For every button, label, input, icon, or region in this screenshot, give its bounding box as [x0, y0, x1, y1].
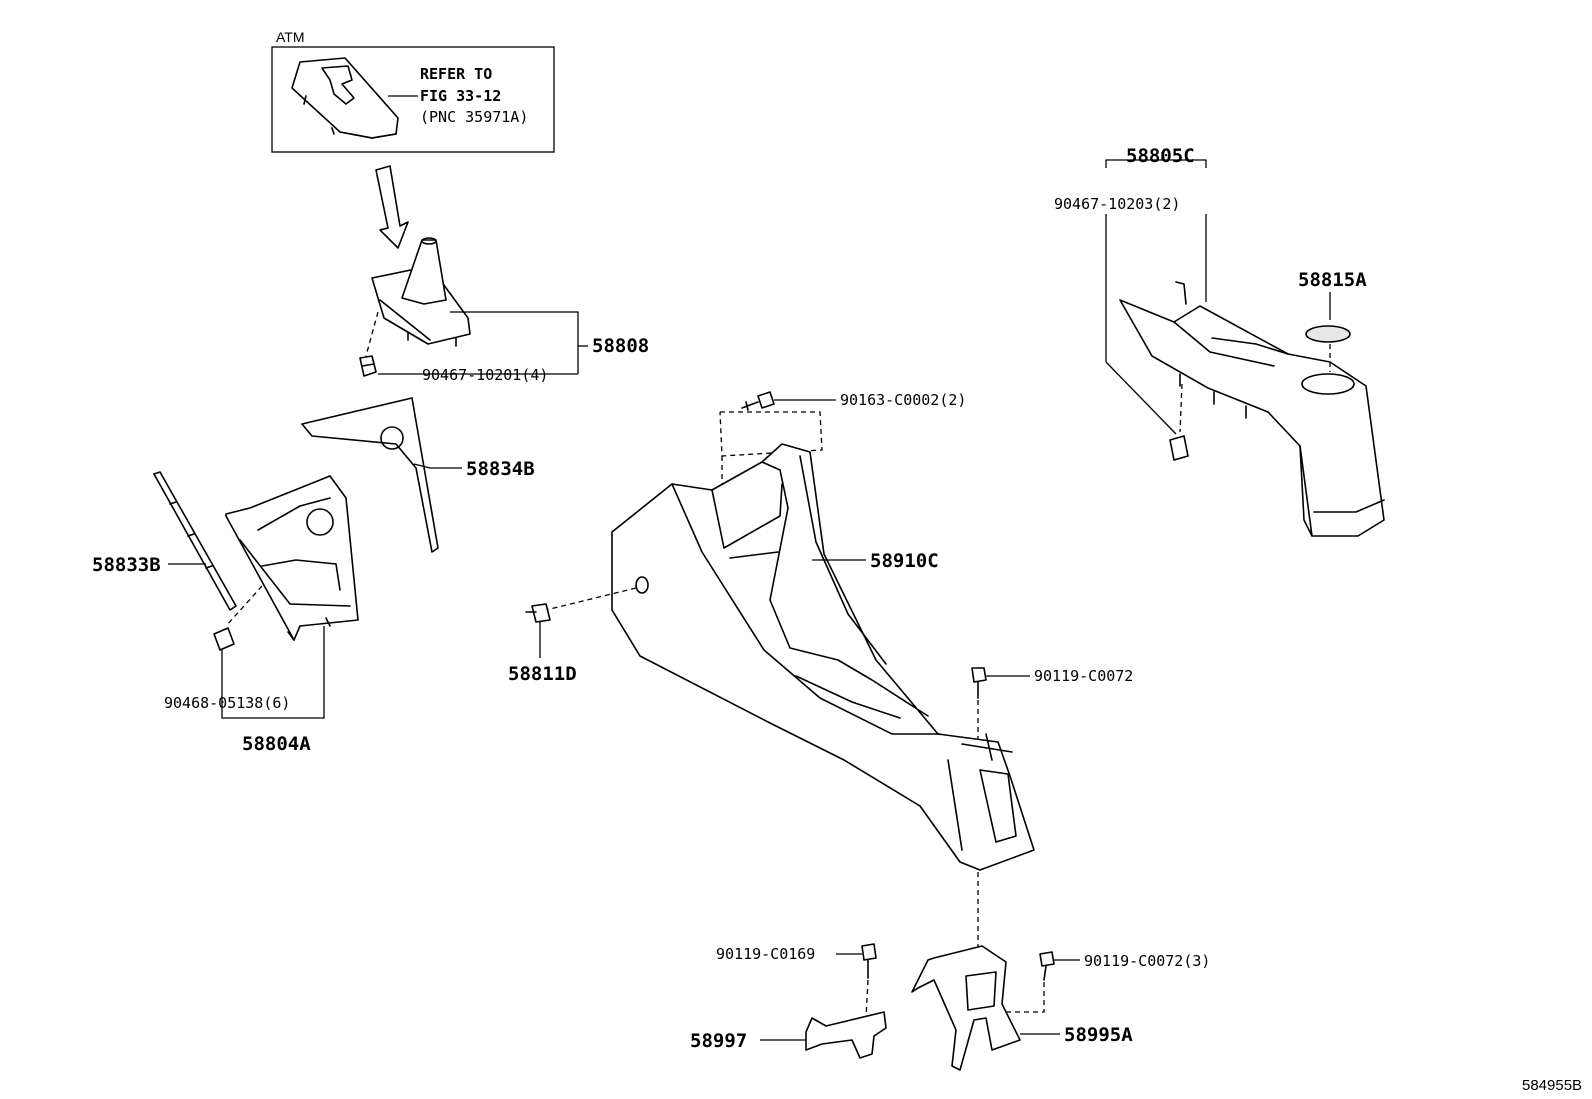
bracket-58995A-drawing — [911, 945, 1021, 1071]
panel-strip-58833B-drawing — [153, 471, 237, 611]
atm-shift-bezel-drawing — [291, 57, 399, 139]
atm-inset-frame — [271, 46, 555, 153]
label-90119-C0072-3: 90119-C0072(3) — [1084, 952, 1210, 970]
label-58997: 58997 — [690, 1030, 747, 1052]
diagram-id: 584955B — [1522, 1077, 1582, 1094]
label-90467-10203: 90467-10203(2) — [1054, 195, 1180, 213]
mat-58815A-drawing — [1305, 325, 1351, 343]
label-58833B: 58833B — [92, 554, 161, 576]
atm-inset: ATM REFER TO FIG 33-12 (PNC 35971A) — [271, 29, 555, 153]
clip-90467-10201-drawing — [359, 355, 377, 377]
label-58808: 58808 — [592, 335, 649, 357]
label-58804A: 58804A — [242, 733, 311, 755]
label-58811D: 58811D — [508, 663, 577, 685]
label-90119-C0169: 90119-C0169 — [716, 945, 815, 963]
console-body-58910C-drawing — [611, 443, 1035, 871]
bolt-90119-C0169-drawing — [861, 943, 877, 979]
bracket-58997-drawing — [805, 1011, 887, 1059]
label-58805C: 58805C — [1126, 145, 1195, 167]
arrow-down-icon — [375, 165, 409, 249]
label-58834B: 58834B — [466, 458, 535, 480]
refer-line-3: (PNC 35971A) — [420, 108, 528, 126]
console-garnish-58834B-drawing — [301, 397, 439, 553]
bolt-90119-C0072-drawing — [971, 667, 987, 699]
label-58815A: 58815A — [1298, 269, 1367, 291]
refer-line-2: FIG 33-12 — [420, 87, 501, 105]
screw-90163-C0002-drawing — [741, 391, 775, 411]
label-58910C: 58910C — [870, 550, 939, 572]
shift-boot-drawing — [371, 237, 471, 347]
label-58995A: 58995A — [1064, 1024, 1133, 1046]
label-90468-05138: 90468-05138(6) — [164, 694, 290, 712]
label-90163-C0002: 90163-C0002(2) — [840, 391, 966, 409]
plug-58811D-drawing — [525, 603, 551, 623]
clip-90468-05138-drawing — [213, 627, 235, 651]
atm-header: ATM — [276, 29, 305, 45]
bolt-90119-C0072-3-drawing — [1039, 951, 1055, 981]
side-panel-58804A-drawing — [225, 475, 359, 641]
refer-line-1: REFER TO — [420, 65, 492, 83]
clip-90467-10203-drawing — [1169, 435, 1189, 461]
label-90467-10201: 90467-10201(4) — [422, 366, 548, 384]
upper-console-58805C-drawing — [1119, 281, 1385, 537]
label-90119-C0072: 90119-C0072 — [1034, 667, 1133, 685]
